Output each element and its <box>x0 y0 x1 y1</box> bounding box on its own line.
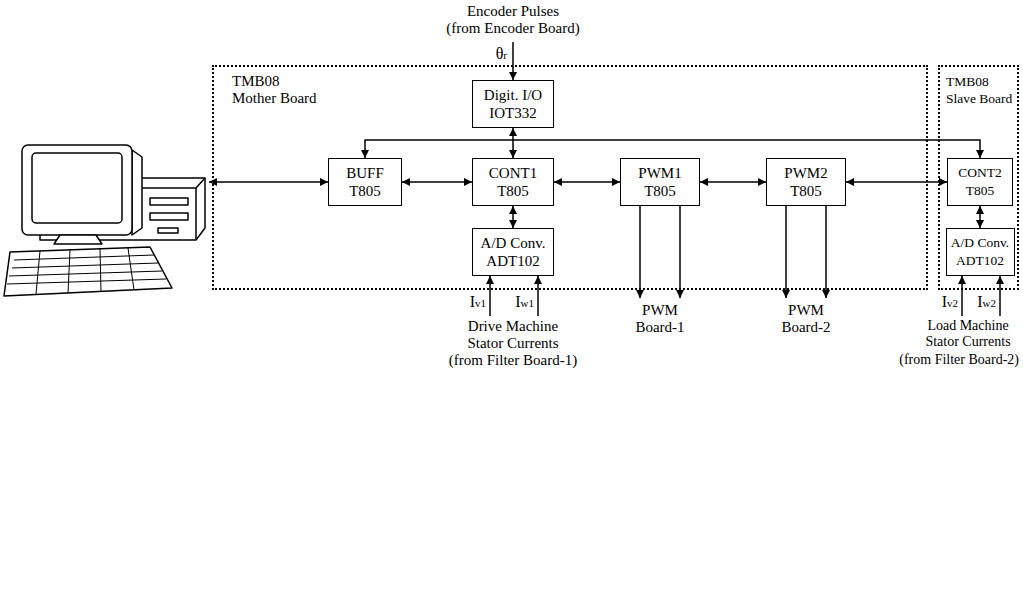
link-arrow <box>512 206 514 228</box>
annotation-label: (from Encoder Board) <box>446 20 579 37</box>
signal-name: Iw1 <box>515 292 534 313</box>
annotation-label: (from Filter Board-2) <box>899 352 1019 368</box>
computer-illustration <box>4 145 205 296</box>
annotation-label: Load Machine Stator Currents <box>916 318 1020 350</box>
link-arrow <box>554 181 620 183</box>
box-text: ADT102 <box>486 252 539 270</box>
box-text: A/D Conv. <box>481 234 546 252</box>
box-text: CONT1 <box>489 164 537 182</box>
board-outline: TMB08 Slave BoardCONT2T805A/D Conv.ADT10… <box>938 65 1019 290</box>
signal-name: Iw2 <box>977 292 996 313</box>
processor-box: PWM2T805 <box>766 158 846 206</box>
processor-box: A/D Conv.ADT102 <box>946 228 1015 276</box>
box-text: A/D Conv. <box>951 234 1009 252</box>
pwm-output-arrow <box>825 206 827 298</box>
current-input-arrow <box>999 276 1001 316</box>
box-text: T805 <box>497 182 529 200</box>
box-text: BUFF <box>346 164 384 182</box>
pwm-output-arrow <box>785 206 787 298</box>
pwm-output-arrow <box>679 206 681 298</box>
current-input-arrow <box>537 276 539 316</box>
link-arrow <box>402 181 472 183</box>
box-text: ADT102 <box>956 252 1004 270</box>
processor-box: BUFFT805 <box>328 158 402 206</box>
processor-box: PWM1T805 <box>620 158 700 206</box>
link-arrow <box>846 181 947 183</box>
encoder-arrow <box>512 42 514 80</box>
annotation-label: (from Filter Board-1) <box>449 352 577 369</box>
box-text: PWM1 <box>638 164 681 182</box>
box-text: Digit. I/O <box>484 86 542 104</box>
link-arrow <box>979 206 981 228</box>
processor-box: A/D Conv.ADT102 <box>472 228 554 276</box>
box-text: T805 <box>966 182 995 200</box>
box-text: IOT332 <box>489 104 537 122</box>
box-text: T805 <box>349 182 381 200</box>
pc-link-arrow <box>209 181 328 183</box>
link-arrow <box>700 181 766 183</box>
signal-name: Iv2 <box>942 292 958 313</box>
current-input-arrow <box>961 276 963 316</box>
annotation-label: PWM Board-1 <box>630 302 690 336</box>
processor-box: Digit. I/OIOT332 <box>472 80 554 128</box>
processor-box: CONT1T805 <box>472 158 554 206</box>
link-arrow <box>512 128 514 158</box>
board-outline: TMB08 Mother BoardDigit. I/OIOT332BUFFT8… <box>212 65 928 290</box>
board-label: TMB08 Mother Board <box>232 73 322 107</box>
box-text: PWM2 <box>784 164 827 182</box>
signal-arrows <box>209 42 1000 316</box>
processor-box: CONT2T805 <box>947 158 1013 206</box>
box-text: T805 <box>644 182 676 200</box>
link-arrow <box>365 140 980 158</box>
annotation-label: PWM Board-2 <box>776 302 836 336</box>
box-text: CONT2 <box>958 164 1002 182</box>
box-text: T805 <box>790 182 822 200</box>
signal-name: Iv1 <box>470 292 486 313</box>
pwm-output-arrow <box>639 206 641 298</box>
annotation-label: Encoder Pulses <box>467 3 559 20</box>
annotation-label: Drive Machine Stator Currents <box>458 318 568 352</box>
current-input-arrow <box>489 276 491 316</box>
signal-name: θr <box>496 44 507 65</box>
board-label: TMB08 Slave Board <box>946 73 1017 107</box>
